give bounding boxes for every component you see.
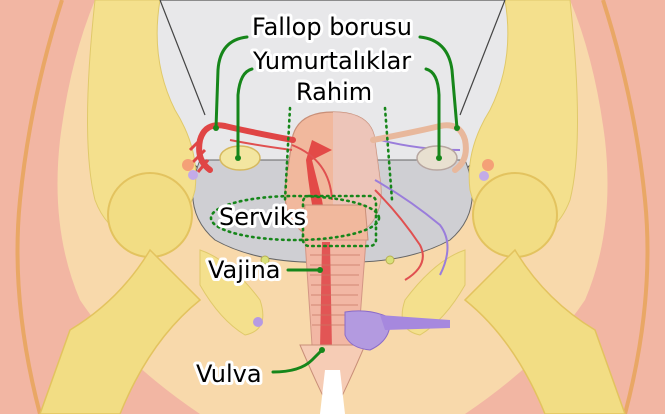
label-cervix: Serviks: [219, 203, 306, 231]
vaginal-canal: [320, 242, 332, 350]
label-uterus: Rahim: [296, 78, 372, 106]
right-yellow-node: [386, 256, 394, 264]
left-femur-head: [108, 173, 192, 257]
cervix: [302, 205, 368, 240]
right-lymph-node: [479, 171, 489, 181]
purple-dot: [253, 317, 263, 327]
label-vagina: Vajina: [208, 256, 281, 284]
left-lymph-node: [188, 170, 198, 180]
left-small-node: [182, 159, 194, 171]
right-small-node: [482, 159, 494, 171]
label-vulva: Vulva: [196, 360, 262, 388]
label-ovaries: Yumurtalıklar: [252, 47, 411, 75]
right-femur-head: [473, 173, 557, 257]
label-fallopian-tube: Fallop borusu: [252, 13, 412, 41]
